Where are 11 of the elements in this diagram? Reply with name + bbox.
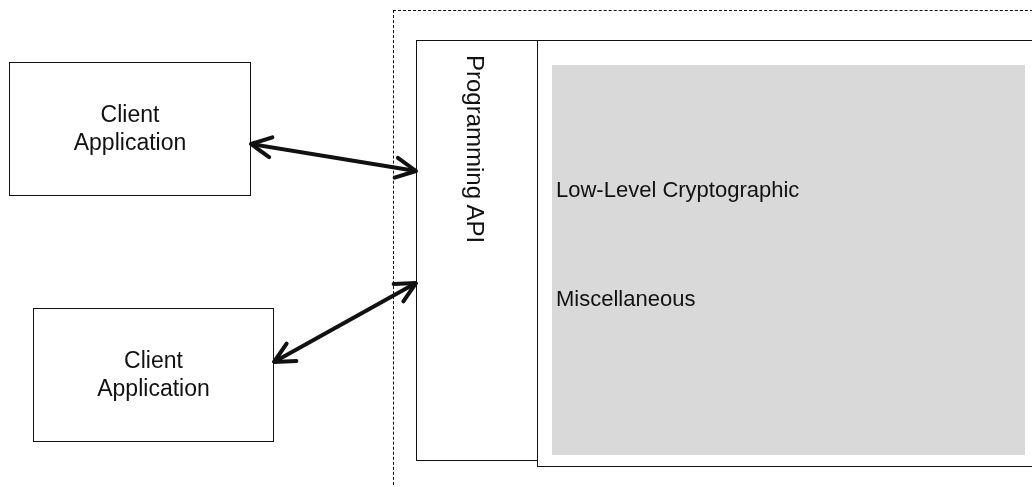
api-panel	[415, 39, 538, 461]
client-box	[9, 62, 251, 196]
double-arrow	[272, 281, 418, 364]
double-arrow	[249, 135, 418, 180]
box-label: Client Application	[96, 347, 211, 403]
module-label: Miscellaneous	[556, 286, 696, 313]
panel-label: Programming API	[461, 54, 490, 243]
dashed-boundary	[393, 10, 1032, 487]
module-label: Low-Level Cryptographic	[556, 177, 800, 204]
box-label: Client Application	[72, 101, 188, 157]
client-box	[33, 308, 274, 442]
